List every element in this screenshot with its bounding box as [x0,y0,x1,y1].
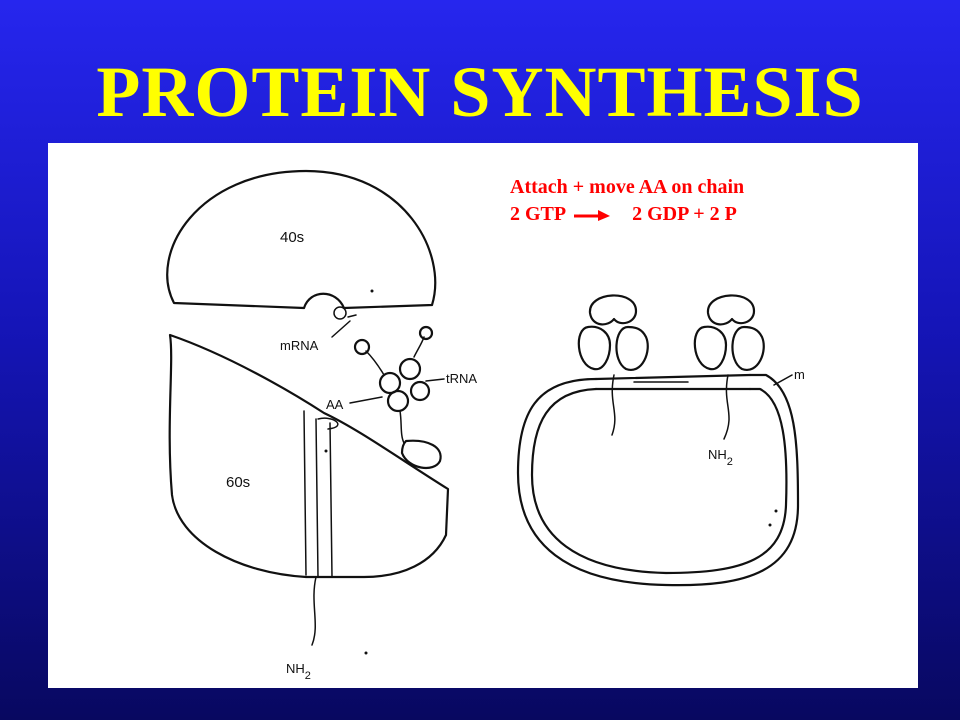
ribosome-diagram: 40s 60s mRNA tRNA AA [166,169,805,682]
label-60s: 60s [226,474,250,491]
trna-molecule [353,325,442,470]
reaction-arrow-icon [566,206,632,224]
slide-title: PROTEIN SYNTHESIS [96,52,864,132]
caption-gtp: 2 GTP [510,203,567,225]
label-nh2-right: NH2 [708,447,733,468]
label-trna: tRNA [446,371,477,386]
polysome-ribosome-1 [577,294,649,436]
caption-line-2: 2 GTP 2 GDP + 2 P [510,201,744,228]
label-nh2-left: NH2 [286,661,311,682]
small-subunit-40s [166,169,437,310]
label-40s: 40s [280,229,304,246]
label-m: m [794,367,805,382]
caption-gdp: 2 GDP + 2 P [632,203,737,225]
mrna-site [333,306,347,320]
polysome-outer-loop [516,373,800,587]
diagram-panel: 40s 60s mRNA tRNA AA [48,143,918,688]
caption: Attach + move AA on chain 2 GTP 2 GDP + 2… [510,174,744,228]
large-subunit-60s [168,333,450,579]
label-aa: AA [326,397,344,412]
caption-line-1: Attach + move AA on chain [510,176,745,198]
polysome-ribosome-2 [693,294,765,440]
polysome-inner-loop [530,387,788,575]
label-mrna: mRNA [280,338,319,353]
